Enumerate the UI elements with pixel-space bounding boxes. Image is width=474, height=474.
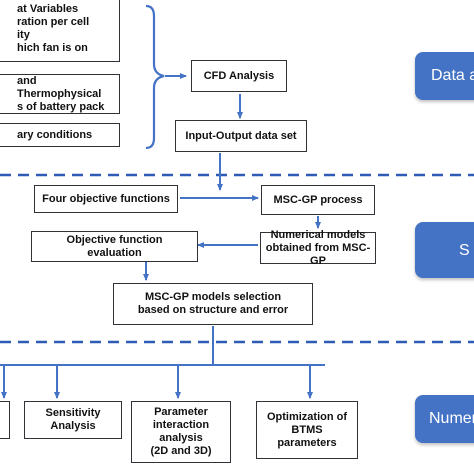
four-objectives-label: Four objective functions	[42, 192, 170, 205]
optimization-line-1: Optimization of	[266, 410, 348, 423]
phase-data-text: Data a	[431, 67, 474, 84]
model-selection-line-2: based on structure and error	[137, 304, 289, 316]
optimization-box: Optimization of BTMS parameters	[256, 401, 358, 459]
objective-evaluation-line-2: evaluation	[87, 246, 142, 259]
cfd-analysis-box: CFD Analysis	[191, 60, 287, 92]
boundary-conditions-label: ary conditions	[17, 128, 93, 141]
mscgp-process-label: MSC-GP process	[273, 193, 363, 206]
parameter-interaction-line-1: Parameter	[154, 406, 208, 418]
objective-evaluation-line-1: Objective function	[66, 233, 163, 246]
phase-identification-label: S iden	[415, 222, 474, 278]
input-variables-line-3: ity	[17, 29, 30, 41]
left-output-box	[0, 401, 10, 439]
objective-evaluation-box: Objective function evaluation	[31, 231, 198, 262]
numerical-models-line-1: Numerical models	[270, 228, 366, 241]
thermophysical-line-1: and Thermophysical	[17, 74, 102, 100]
thermophysical-line-2: s of battery pack	[17, 100, 105, 113]
parameter-interaction-line-4: (2D and 3D)	[150, 445, 212, 457]
input-variables-line-4: hich fan is on	[17, 42, 88, 54]
sensitivity-analysis-box: Sensitivity Analysis	[24, 401, 122, 439]
input-variables-line-1: at Variables	[17, 3, 79, 15]
grouping-brace	[145, 4, 165, 150]
model-selection-box: MSC-GP models selection based on structu…	[113, 283, 313, 325]
parameter-interaction-line-3: analysis	[159, 432, 203, 444]
thermophysical-box: and Thermophysical s of battery pack	[0, 74, 120, 114]
numerical-models-box: Numerical models obtained from MSC-GP	[260, 228, 376, 267]
io-dataset-box: Input-Output data set	[175, 120, 307, 152]
model-selection-line-1: MSC-GP models selection	[144, 291, 282, 303]
sensitivity-line-2: Analysis	[50, 420, 96, 432]
input-variables-box: at Variables ration per cell ity hich fa…	[0, 0, 120, 62]
optimization-line-3: parameters	[277, 436, 337, 449]
cfd-analysis-label: CFD Analysis	[203, 69, 275, 82]
phase-numerical-text: Numer	[429, 410, 474, 427]
four-objectives-box: Four objective functions	[34, 185, 178, 213]
io-dataset-label: Input-Output data set	[185, 129, 297, 142]
boundary-conditions-box: ary conditions	[0, 123, 120, 147]
sensitivity-line-1: Sensitivity	[45, 407, 101, 419]
parameter-interaction-box: Parameter interaction analysis (2D and 3…	[131, 401, 231, 463]
input-variables-line-2: ration per cell	[17, 16, 90, 28]
optimization-line-2: BTMS	[291, 423, 323, 436]
numerical-models-line-2: obtained from MSC-GP	[265, 241, 371, 267]
phase-identification-line-1: S	[459, 241, 470, 259]
phase-numerical-label: Numer	[415, 395, 474, 443]
parameter-interaction-line-2: interaction	[152, 419, 210, 431]
phase-data-label: Data a	[415, 52, 474, 100]
mscgp-process-box: MSC-GP process	[261, 185, 375, 215]
